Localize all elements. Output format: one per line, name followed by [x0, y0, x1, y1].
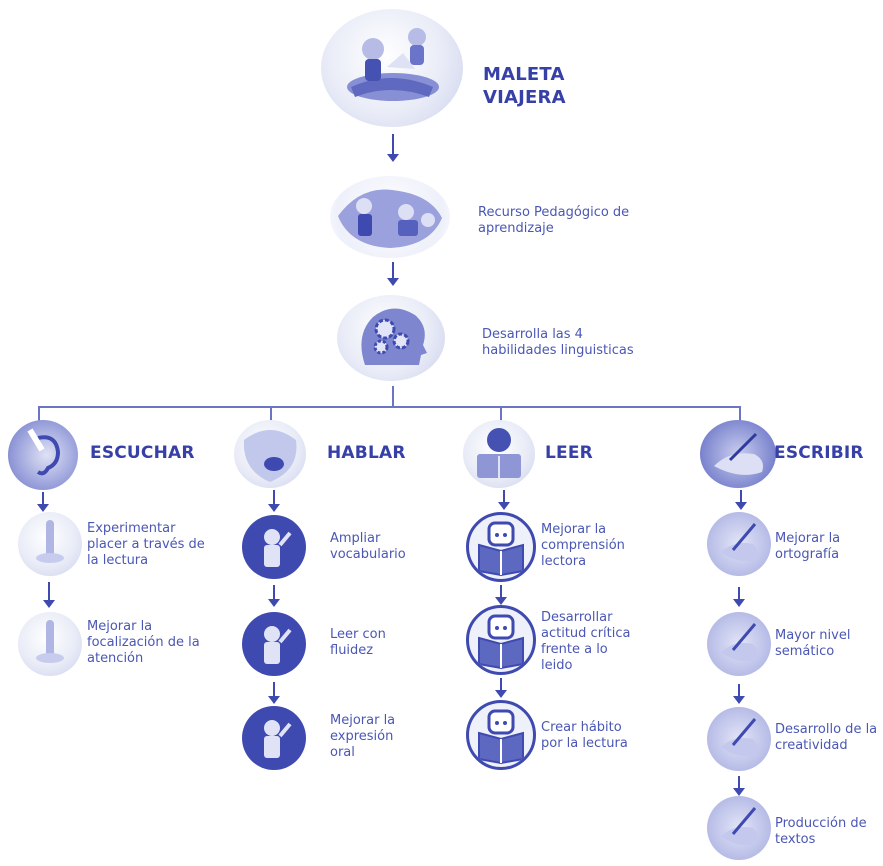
- item-text: Mejorar la expresión oral: [330, 713, 396, 760]
- resource-label: Recurso Pedagógico de aprendizaje: [478, 205, 630, 236]
- item-image: [18, 612, 82, 676]
- leer-image: [463, 420, 535, 488]
- writing-hand-icon: [714, 432, 763, 475]
- reading-child-icon: [477, 428, 521, 478]
- escribir-image: [700, 420, 776, 488]
- item-image: [707, 512, 771, 576]
- item-text: Mejorar la ortografía: [775, 531, 841, 562]
- item-text: Producción de textos: [775, 816, 867, 847]
- hablar-image: [234, 420, 306, 488]
- arrow-down: [498, 490, 510, 510]
- connector-drop: [270, 406, 272, 422]
- item-image: [242, 706, 306, 770]
- skills-image: [337, 295, 445, 381]
- heading-hablar: HABLAR: [327, 443, 406, 463]
- arrow-down: [733, 587, 745, 607]
- item-image: [18, 512, 82, 576]
- item-text: Crear hábito por la lectura: [541, 720, 628, 751]
- flying-book-kids-icon: [347, 28, 439, 101]
- speaker-boy-icon: [264, 529, 292, 567]
- connector-drop: [500, 406, 502, 422]
- heading-escuchar: ESCUCHAR: [90, 443, 195, 463]
- arrow-down: [43, 582, 55, 608]
- main-title: MALETA VIAJERA: [483, 64, 566, 108]
- item-text: Experimentar placer a través de la lectu…: [87, 521, 205, 568]
- arrow-down: [733, 776, 745, 796]
- item-text: Ampliar vocabulario: [330, 531, 406, 562]
- maleta-viajera-image: [321, 9, 463, 127]
- arrow-down: [495, 585, 507, 605]
- head-gears-icon: [361, 308, 427, 365]
- arrow-down: [387, 134, 399, 162]
- item-text: Mejorar la comprensión lectora: [541, 522, 625, 569]
- item-image: [242, 612, 306, 676]
- arrow-down: [733, 684, 745, 704]
- connector-stem: [392, 386, 394, 406]
- item-text: Leer con fluidez: [330, 627, 386, 658]
- book-reader-icon: [478, 709, 524, 765]
- book-reader-icon: [478, 521, 524, 577]
- item-image: [707, 707, 771, 771]
- resource-image: [330, 176, 450, 258]
- skills-label: Desarrolla las 4 habilidades linguistica…: [482, 327, 634, 358]
- item-image: [707, 796, 771, 860]
- item-image: [466, 605, 536, 675]
- item-image: [242, 515, 306, 579]
- finger-lips-icon: [36, 520, 64, 563]
- speaker-boy-icon: [264, 720, 292, 758]
- children-reading-icon: [338, 189, 442, 248]
- ear-icon: [27, 428, 61, 476]
- connector-drop: [739, 406, 741, 422]
- pencil-hand-icon: [721, 623, 758, 661]
- arrow-down: [735, 490, 747, 510]
- heading-leer: LEER: [545, 443, 593, 463]
- item-image: [466, 512, 536, 582]
- arrow-down: [268, 490, 280, 512]
- escuchar-image: [8, 420, 78, 490]
- item-text: Desarrollo de la creatividad: [775, 722, 878, 753]
- mouth-icon: [243, 430, 297, 482]
- finger-lips-icon: [36, 620, 64, 663]
- pencil-hand-icon: [721, 718, 758, 756]
- item-image: [466, 700, 536, 770]
- pencil-hand-icon: [721, 523, 758, 561]
- arrow-down: [495, 678, 507, 698]
- item-text: Desarrollar actitud crítica frente a lo …: [541, 610, 631, 673]
- item-image: [707, 612, 771, 676]
- arrow-down: [268, 682, 280, 704]
- arrow-down: [387, 262, 399, 286]
- arrow-down: [268, 585, 280, 607]
- heading-escribir: ESCRIBIR: [774, 443, 864, 463]
- item-text: Mejorar la focalización de la atención: [87, 619, 200, 666]
- item-text: Mayor nivel semático: [775, 628, 851, 659]
- book-reader-icon: [478, 614, 524, 670]
- pencil-hand-icon: [721, 807, 758, 845]
- speaker-boy-icon: [264, 626, 292, 664]
- connector-horizontal: [38, 406, 740, 408]
- connector-drop: [38, 406, 40, 422]
- arrow-down: [37, 492, 49, 512]
